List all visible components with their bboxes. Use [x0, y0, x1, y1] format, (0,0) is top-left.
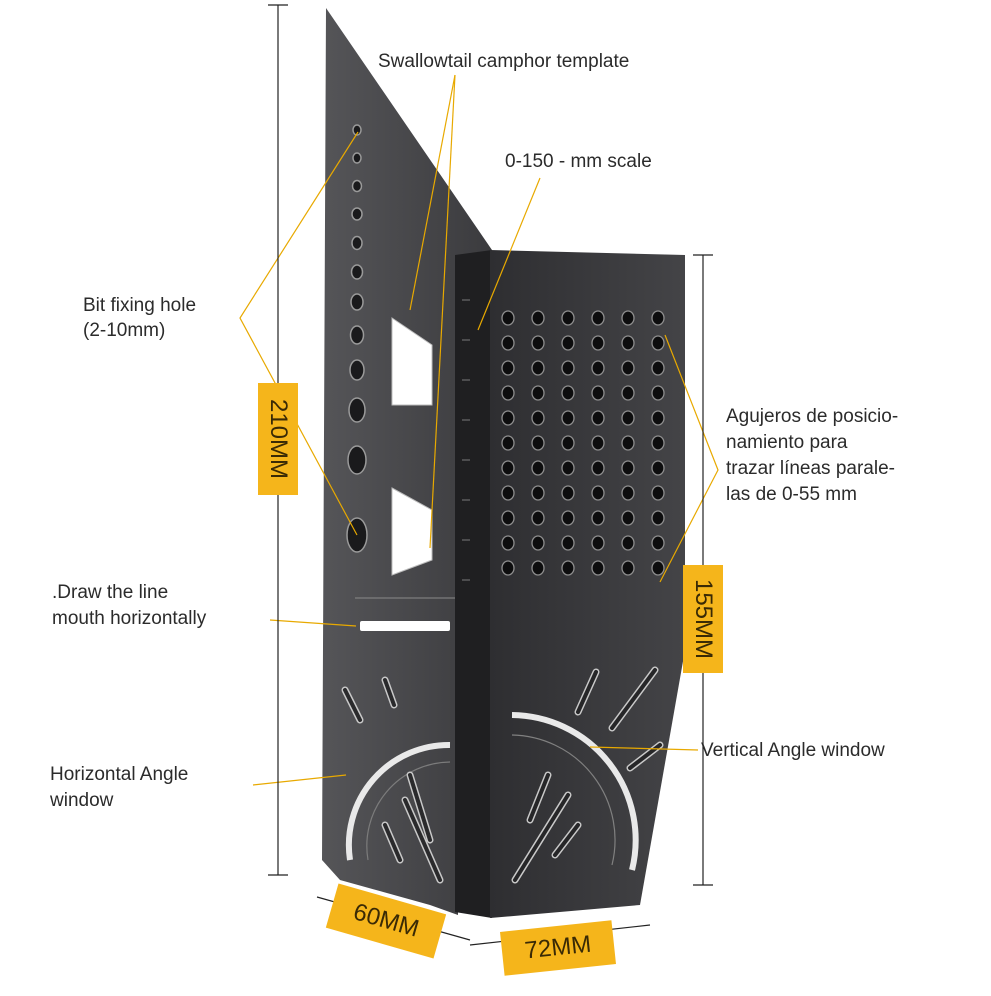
marking-hole: [621, 560, 635, 576]
marking-hole: [501, 360, 515, 376]
marking-hole: [501, 535, 515, 551]
marking-hole: [561, 410, 575, 426]
bit-hole-label-2: (2-10mm): [83, 320, 166, 341]
marking-hole: [561, 310, 575, 326]
height-210-text: 210MM: [265, 398, 292, 480]
agujeros-label-4: las de 0-55 mm: [726, 484, 857, 505]
marking-hole: [591, 360, 605, 376]
marking-hole: [591, 510, 605, 526]
bit-hole-label-1: Bit fixing hole: [83, 295, 197, 316]
draw-line-label-2: mouth horizontally: [52, 608, 207, 629]
marking-hole: [561, 460, 575, 476]
agujeros-label-2: namiento para: [726, 432, 848, 453]
marking-hole: [531, 510, 545, 526]
marking-hole: [651, 435, 665, 451]
agujeros-label-3: trazar líneas parale-: [726, 458, 895, 479]
agujeros-label-1: Agujeros de posicio-: [726, 406, 899, 427]
height-210-tag: 210MM: [258, 383, 298, 495]
marking-hole: [531, 560, 545, 576]
swallowtail-label: Swallowtail camphor template: [378, 51, 630, 72]
marking-hole: [651, 460, 665, 476]
marking-hole: [531, 410, 545, 426]
marking-hole: [561, 360, 575, 376]
mm-scale-label: 0-150 - mm scale: [505, 151, 652, 172]
marking-hole: [651, 360, 665, 376]
marking-hole: [621, 510, 635, 526]
marking-hole: [621, 385, 635, 401]
marking-hole: [621, 460, 635, 476]
marking-hole: [591, 435, 605, 451]
vertical-angle-label: Vertical Angle window: [701, 740, 885, 761]
marking-hole: [561, 560, 575, 576]
marking-hole: [531, 335, 545, 351]
leader-lines: [239, 74, 719, 786]
marking-hole: [621, 335, 635, 351]
marking-hole: [621, 535, 635, 551]
marking-hole: [591, 335, 605, 351]
marking-hole: [501, 510, 515, 526]
width-60-text: 60MM: [350, 898, 422, 943]
marking-hole: [591, 385, 605, 401]
marking-hole: [501, 435, 515, 451]
marking-hole: [501, 310, 515, 326]
marking-hole: [531, 385, 545, 401]
marking-hole: [621, 410, 635, 426]
marking-hole: [591, 535, 605, 551]
marking-hole: [621, 310, 635, 326]
marking-hole: [501, 560, 515, 576]
mm-scale-ticks: [462, 299, 470, 581]
marking-hole: [651, 560, 665, 576]
marking-hole: [531, 485, 545, 501]
marking-hole: [651, 335, 665, 351]
marking-hole: [591, 310, 605, 326]
marking-hole: [621, 360, 635, 376]
marking-hole: [561, 435, 575, 451]
marking-hole: [531, 435, 545, 451]
marking-hole: [501, 485, 515, 501]
marking-hole: [531, 535, 545, 551]
right-wing: [490, 250, 685, 918]
marking-hole: [591, 485, 605, 501]
marking-hole: [501, 460, 515, 476]
ruler-spine: [455, 250, 492, 918]
marking-hole: [501, 410, 515, 426]
height-155-text: 155MM: [690, 578, 717, 660]
draw-line-label-1: .Draw the line: [52, 582, 169, 603]
horizontal-angle-label-2: window: [50, 790, 114, 811]
marking-hole: [501, 335, 515, 351]
marking-hole: [561, 510, 575, 526]
marking-hole: [651, 310, 665, 326]
marking-hole: [561, 385, 575, 401]
left-wing: [322, 8, 492, 915]
marking-hole: [501, 385, 515, 401]
marking-hole: [651, 410, 665, 426]
marking-hole: [651, 385, 665, 401]
marking-hole: [591, 460, 605, 476]
marking-hole: [591, 560, 605, 576]
height-155-tag: 155MM: [683, 565, 723, 673]
width-72-text: 72MM: [523, 930, 593, 965]
marking-hole: [531, 310, 545, 326]
marking-hole: [531, 460, 545, 476]
marking-hole: [561, 535, 575, 551]
marking-hole: [561, 485, 575, 501]
marking-hole: [651, 535, 665, 551]
horizontal-angle-label-1: Horizontal Angle: [50, 764, 189, 785]
marking-hole: [621, 435, 635, 451]
marking-hole: [651, 485, 665, 501]
marking-hole: [651, 510, 665, 526]
marking-hole: [591, 410, 605, 426]
marking-hole: [621, 485, 635, 501]
marking-hole: [531, 360, 545, 376]
marking-hole: [561, 335, 575, 351]
